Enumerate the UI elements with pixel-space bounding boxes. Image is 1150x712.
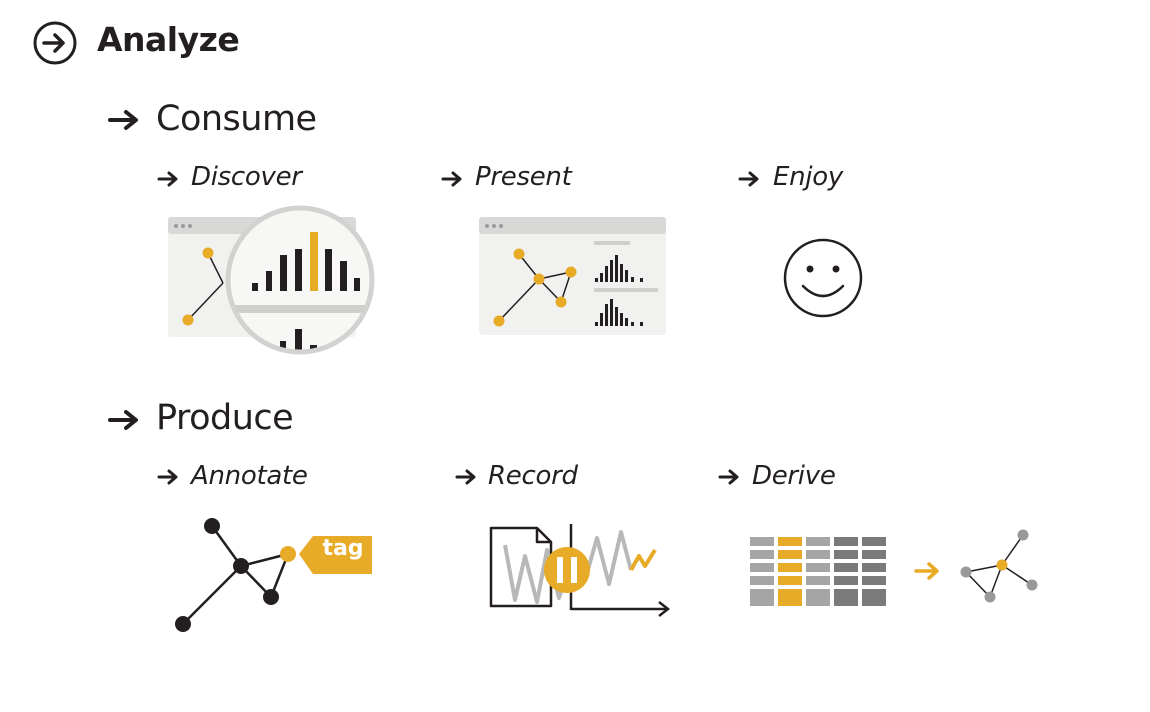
annotate-tag-network-icon [175, 518, 372, 632]
item-discover: Discover [191, 162, 302, 192]
tag-label: tag [322, 536, 364, 561]
item-annotate: Annotate [191, 461, 308, 491]
arrow-right-small-icon [718, 469, 739, 485]
arrow-right-small-icon [157, 171, 178, 187]
item-present: Present [475, 162, 572, 192]
circled-arrow-icon [33, 21, 77, 65]
produce-heading: Produce [156, 398, 294, 438]
arrow-right-small-icon [738, 171, 759, 187]
item-enjoy: Enjoy [773, 162, 843, 192]
arrow-right-small-icon [441, 171, 462, 187]
discover-magnifier-icon [168, 205, 375, 355]
arrow-right-small-icon [157, 469, 178, 485]
arrow-right-small-icon [455, 469, 476, 485]
arrow-right-icon [108, 110, 138, 130]
consume-heading: Consume [156, 99, 317, 139]
item-derive: Derive [752, 461, 836, 491]
page-title: Analyze [97, 20, 240, 59]
derive-table-to-graph-icon [750, 529, 1038, 606]
present-window-icon [479, 217, 666, 335]
record-pause-icon [489, 524, 671, 617]
item-record: Record [488, 461, 578, 491]
smiley-face-icon [783, 238, 863, 318]
arrow-right-icon [108, 410, 138, 430]
